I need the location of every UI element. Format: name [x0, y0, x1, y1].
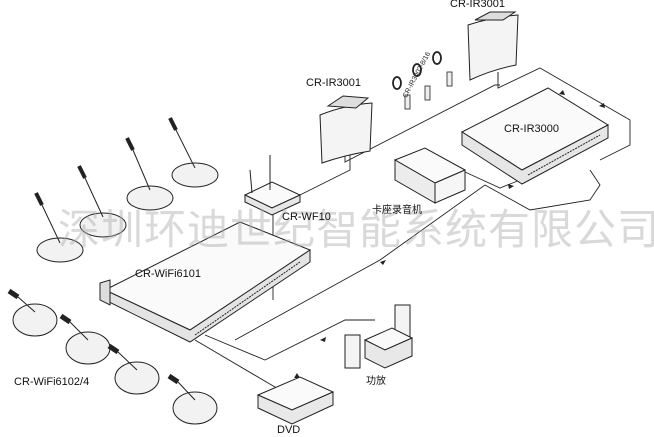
ir-radiator-top-icon: [467, 11, 519, 81]
cassette-recorder-icon: [393, 147, 467, 204]
label-wifi-delegate-units: CR-WiFi6102/4: [14, 376, 90, 388]
label-ir-transmitter: CR-IR3000: [504, 123, 560, 135]
label-dvd: DVD: [277, 424, 301, 436]
arrow-icon: [599, 103, 605, 108]
delegate-mics-bottom-icon: [7, 288, 218, 425]
ir-radiator-left-icon: [319, 95, 373, 164]
label-cassette-recorder: 卡座录音机: [372, 205, 422, 216]
cable-main-ir: [234, 169, 601, 341]
arrow-icon: [508, 184, 514, 189]
wifi-main-unit-icon: [99, 221, 312, 343]
arrow-icon: [320, 337, 326, 342]
cable-dvd: [194, 339, 281, 391]
arrow-icon: [380, 260, 386, 265]
label-wifi-ap: CR-WF10: [282, 211, 331, 223]
wifi-ap-icon: [243, 155, 302, 216]
arrow-icon: [294, 373, 300, 378]
dvd-player-icon: [256, 376, 335, 425]
label-wifi-main-unit: CR-WiFi6101: [135, 268, 202, 280]
cable-amplifier: [204, 319, 375, 361]
arrow-icon: [559, 90, 565, 95]
cable-recorder: [464, 171, 521, 189]
label-ir-radiator-top: CR-IR3001: [450, 0, 506, 10]
ir-transmitter-icon: [460, 87, 610, 185]
ir-receivers-icon: [392, 51, 453, 110]
amplifier-icon: [344, 304, 414, 369]
cable-ir-top: [497, 67, 631, 161]
cable-ir-left: [289, 155, 351, 201]
label-amplifier: 功放: [366, 376, 386, 387]
watermark: 深圳环迪世纪智能系统有限公司: [58, 205, 654, 254]
delegate-mics-top-icon: [34, 117, 219, 263]
label-ir-radiator-left: CR-IR3001: [306, 77, 362, 89]
